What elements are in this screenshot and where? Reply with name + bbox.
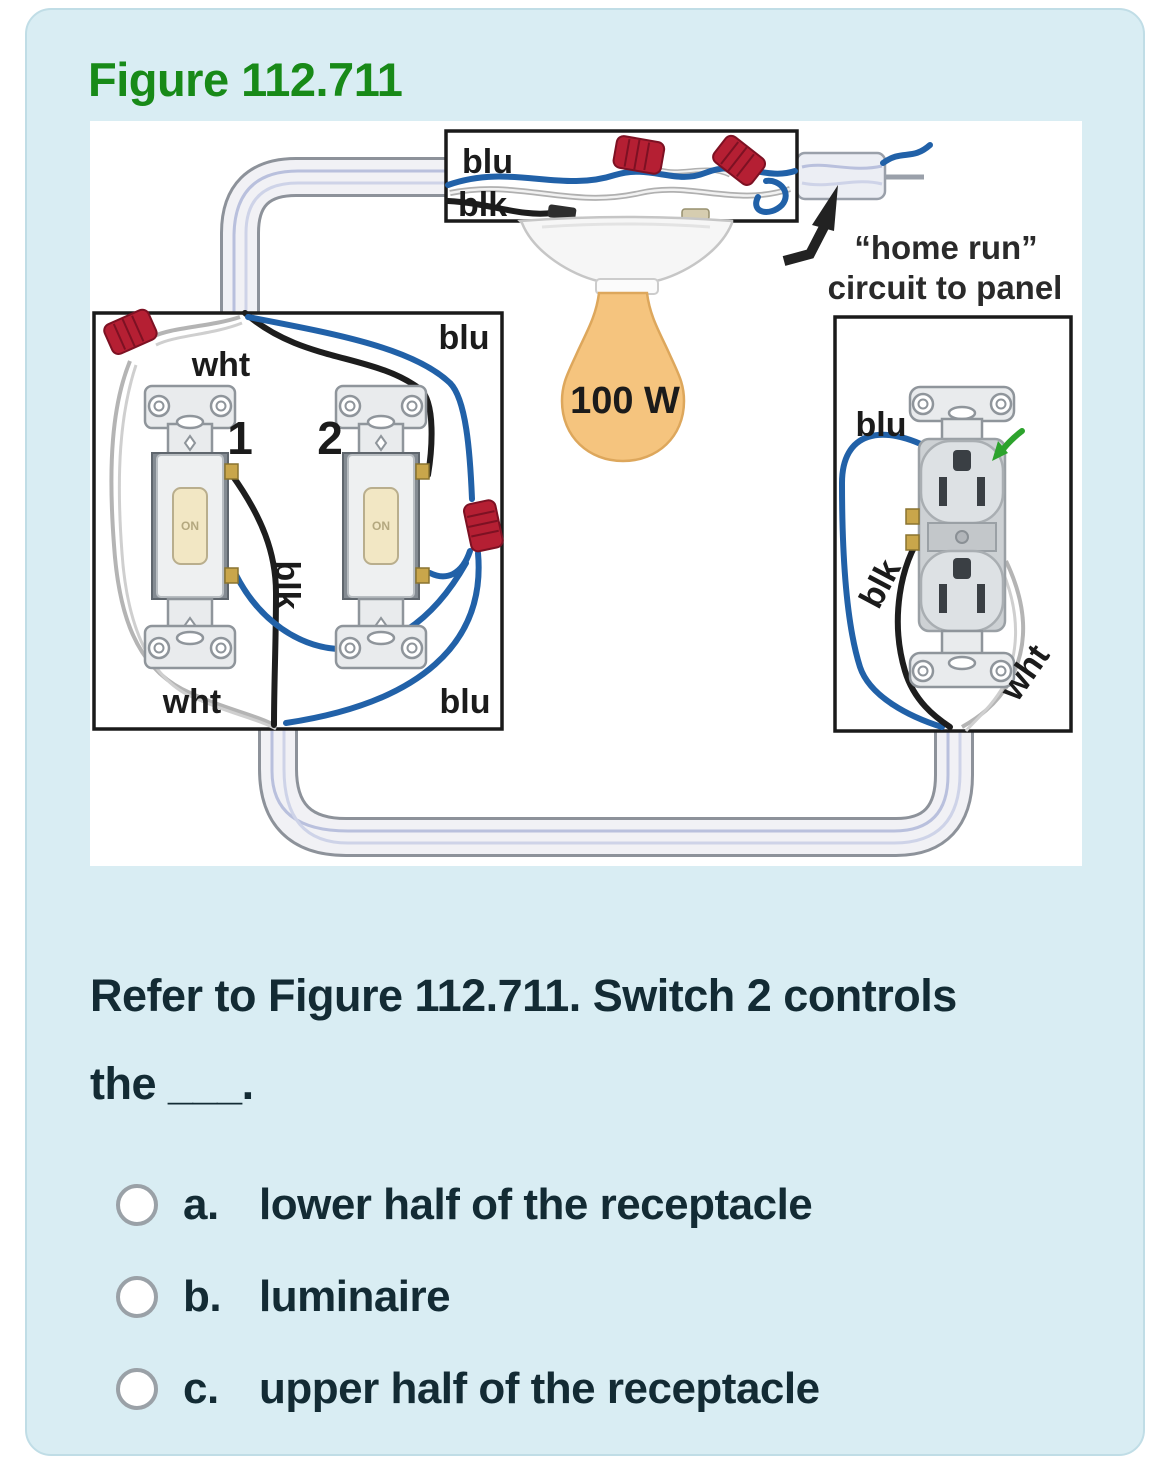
switch2-number: 2 [317,412,343,464]
duplex-receptacle-icon [905,385,1016,689]
home-run-cable [795,142,933,201]
switch2-on-label: ON [372,519,390,533]
luminaire: 100 W [517,215,734,463]
black-wire [229,310,435,728]
question-text: Refer to Figure 112.711. Switch 2 contro… [90,952,1083,1128]
receptacle-blu-label: blu [856,406,907,444]
wht-top-label: wht [191,346,251,384]
light-bulb-icon [560,291,686,463]
radio-button[interactable] [116,1276,158,1318]
blu-top-label: blu [439,319,490,357]
blu-bottom-label: blu [440,683,491,721]
switch1-number: 1 [227,412,253,464]
black-wire [894,530,953,730]
switch1-on-label: ON [181,519,199,533]
question-line-1: Refer to Figure 112.711. Switch 2 contro… [90,970,957,1021]
blk-label: blk [268,560,306,609]
blue-wire [838,431,945,730]
figure-title: Figure 112.711 [88,53,403,106]
home-run-annotation: “home run” circuit to panel [782,185,1063,306]
black-wire [445,198,555,217]
cable-connector [547,204,577,221]
question-line-2: the ___. [90,1058,254,1109]
option-label: lower half of the receptacle [259,1180,813,1229]
cable-bottom-run [258,707,974,857]
switch-box: ON ON wht blu 1 2 blk wht blu [92,306,505,731]
junction-box: blu blk [444,129,799,224]
blue-wire [233,314,482,726]
junction-blk-label: blk [458,186,507,224]
white-wire [109,315,277,731]
option-letter: b. [183,1272,222,1321]
question-card: Figure 112.711 [25,8,1145,1456]
wiring-diagram: blu blk “home run” circuit to panel 100 … [92,129,1073,857]
option-letter: c. [183,1364,219,1413]
answer-options: a. lower half of the receptacle b. lumin… [116,1180,1083,1414]
option-c[interactable]: c. upper half of the receptacle [116,1364,1083,1414]
radio-button[interactable] [116,1184,158,1226]
option-label: upper half of the receptacle [259,1364,820,1413]
option-letter: a. [183,1180,219,1229]
cable-top-run [220,157,472,339]
wattage-label: 100 W [570,380,680,422]
home-run-text: “home run” [854,229,1037,266]
junction-blu-label: blu [462,143,513,181]
receptacle-box: blu blk wht [833,315,1073,733]
option-b[interactable]: b. luminaire [116,1272,1083,1322]
wire-nut-icon [611,134,667,176]
circuit-to-panel-text: circuit to panel [828,269,1063,306]
arrow-icon [782,220,831,266]
canopy [517,215,734,289]
wht-bottom-label: wht [162,683,222,721]
arrow-icon [812,185,838,231]
radio-button[interactable] [116,1368,158,1410]
option-label: luminaire [259,1272,451,1321]
green-tab-arrow-icon [992,428,1025,461]
option-a[interactable]: a. lower half of the receptacle [116,1180,1083,1230]
figure-image: blu blk “home run” circuit to panel 100 … [90,121,1082,866]
